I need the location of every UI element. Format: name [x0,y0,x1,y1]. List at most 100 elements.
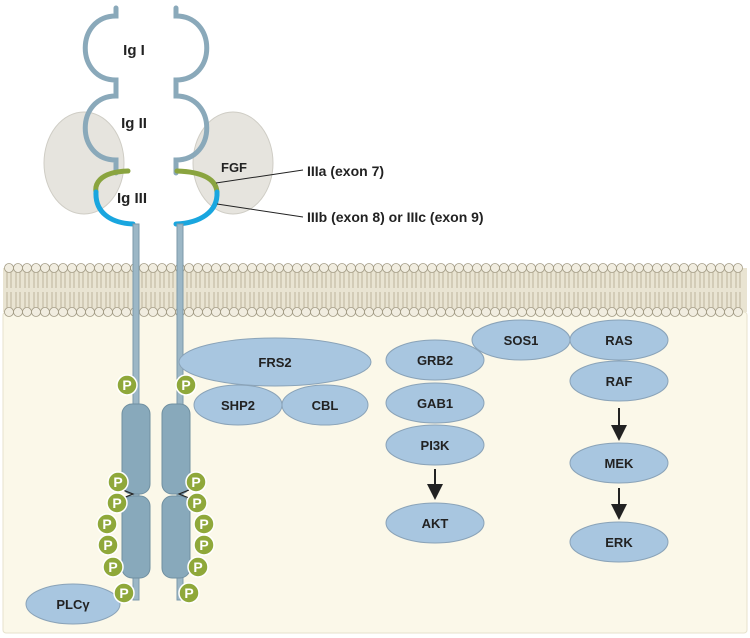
lipid-head [31,307,41,317]
lipid-head [103,307,113,317]
phospho-badge: P [96,513,118,535]
lipid-head [49,263,59,273]
lipid-head [463,263,473,273]
lipid-tails [429,272,435,308]
lipid-head [139,263,149,273]
lipid-tails [546,272,552,308]
lipid-head [580,307,590,317]
lipid-head [364,263,374,273]
lipid-tails [87,272,93,308]
lipid-head [310,307,320,317]
lipid-head [607,307,617,317]
lipid-tails [267,272,273,308]
lipid-head [652,307,662,317]
lipid-tails [519,272,525,308]
lipid-head [292,307,302,317]
lipid-head [319,263,329,273]
lipid-head [229,263,239,273]
phospho-label: P [112,495,121,511]
lipid-head [49,307,59,317]
phospho-badge: P [107,471,129,493]
lipid-tails [573,272,579,308]
lipid-head [76,263,86,273]
phospho-circle [102,556,124,578]
lipid-head [301,307,311,317]
kinase-domain-left-lower [121,495,151,579]
lipid-head [436,263,446,273]
lipid-head [427,307,437,317]
lipid-head [400,307,410,317]
lipid-tails [663,272,669,308]
fgf-ligand-right [192,111,274,215]
lipid-head [4,263,14,273]
exon89-annotation: IIIb (exon 8) or IIIc (exon 9) [307,209,484,225]
lipid-tails [366,272,372,308]
lipid-head [688,307,698,317]
protein-cbl [281,384,369,426]
phospho-badge: P [185,471,207,493]
label-akt: AKT [422,516,449,531]
lipid-tails [294,272,300,308]
lipid-tails [240,272,246,308]
lipid-tails [492,272,498,308]
phospho-circle [175,374,197,396]
phospho-circle [113,582,135,604]
lipid-head [670,307,680,317]
phospho-label: P [108,559,117,575]
protein-akt [385,502,485,544]
phospho-badge: P [106,492,128,514]
lipid-tails [105,272,111,308]
phospho-badge: P [113,582,135,604]
lipid-head [391,263,401,273]
lipid-head [67,307,77,317]
lipid-head [76,307,86,317]
lipid-head [103,263,113,273]
lipid-tails [24,272,30,308]
lipid-head [85,307,95,317]
lipid-head [616,263,626,273]
lipid-head [598,263,608,273]
lipid-head [562,307,572,317]
exon7-annotation: IIIa (exon 7) [307,163,384,179]
lipid-tails [609,272,615,308]
lipid-head [517,263,527,273]
lipid-head [283,263,293,273]
lipid-head [706,307,716,317]
lipid-head [715,263,725,273]
lipid-head [337,263,347,273]
lipid-head [283,307,293,317]
ig2-label: Ig II [121,115,147,132]
lipid-head [328,263,338,273]
lipid-tails [564,272,570,308]
label-mek: MEK [605,456,635,471]
lipid-head [202,263,212,273]
lipid-head [13,307,23,317]
phospho-badge: P [178,582,200,604]
lipid-tails [96,272,102,308]
lipid-head [481,263,491,273]
phospho-label: P [122,377,131,393]
fgf-ligand-left [43,111,125,215]
lipid-head [679,263,689,273]
lipid-head [733,263,743,273]
protein-labels: FRS2 SHP2 CBL GRB2 GAB1 PI3K AKT SOS1 RA… [56,333,634,612]
lipid-head [454,307,464,317]
lipid-tails [483,272,489,308]
lipid-head [355,307,365,317]
lipid-tails [501,272,507,308]
label-pi3k: PI3K [421,438,451,453]
lipid-tails [465,272,471,308]
lipid-tails [510,272,516,308]
kinase-domain-right-lower [161,495,191,579]
lipid-tails [258,272,264,308]
lipid-head [373,307,383,317]
lipid-head [616,307,626,317]
lipid-head [544,307,554,317]
lipid-head [535,263,545,273]
lipid-head [463,307,473,317]
ig3-exon89-left [93,189,136,227]
lipid-head [481,307,491,317]
lipid-tails [447,272,453,308]
phospho-badge: P [102,556,124,578]
label-sos1: SOS1 [504,333,539,348]
